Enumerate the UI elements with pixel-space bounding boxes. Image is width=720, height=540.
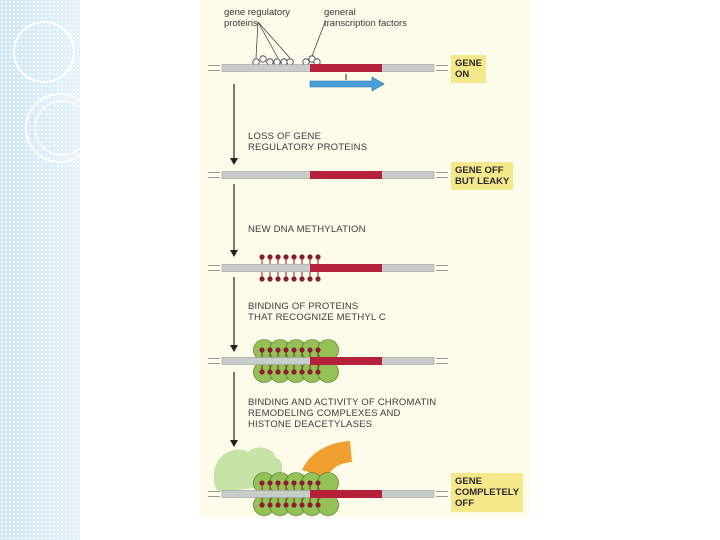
methyl-group [299,369,304,374]
methyl-group [291,254,296,259]
methyl-group [259,502,264,507]
methyl-group [267,369,272,374]
methyl-group [299,480,304,485]
step-chromatin-remodeling: BINDING AND ACTIVITY OF CHROMATIN REMODE… [248,397,436,430]
methyl-group [259,276,264,281]
methyl-group [283,480,288,485]
methyl-group [259,480,264,485]
methyl-group [291,502,296,507]
step-arrowhead-1 [230,158,238,165]
dna-strand-2 [208,171,448,179]
methyl-group [267,276,272,281]
methyl-group [307,254,312,259]
methyl-group [291,276,296,281]
gene-coding-region [310,64,382,72]
methyl-group [275,347,280,352]
methyl-group [315,369,320,374]
transcription-arrow [310,77,384,91]
methyl-group [299,276,304,281]
methyl-group [275,369,280,374]
methyl-group [275,480,280,485]
methyl-group [307,369,312,374]
gene-coding-region [310,490,382,498]
state-gene-on: GENE ON [451,55,486,83]
methyl-group [275,276,280,281]
state-gene-completely-off: GENE COMPLETELY OFF [451,473,523,512]
state-gene-off-leaky: GENE OFF BUT LEAKY [451,162,513,190]
methyl-group [299,347,304,352]
bound-protein [260,56,266,62]
methyl-group [315,502,320,507]
methyl-group [267,254,272,259]
label-gene-regulatory-proteins: gene regulatory proteins [224,7,290,29]
methyl-group [299,254,304,259]
methyl-group [315,254,320,259]
gene-coding-region [310,264,382,272]
gene-silencing-figure: gene regulatory proteins general transcr… [200,0,530,517]
step-arrowhead-4 [230,440,238,447]
dna-strand-4 [208,357,448,365]
step-new-dna-methylation: NEW DNA METHYLATION [248,224,366,235]
step-methyl-binding-proteins: BINDING OF PROTEINS THAT RECOGNIZE METHY… [248,301,386,323]
step-arrowhead-3 [230,345,238,352]
methyl-group [275,502,280,507]
step-arrowhead-2 [230,250,238,257]
methyl-group [283,369,288,374]
methyl-group [259,369,264,374]
methyl-group [267,480,272,485]
methyl-group [259,347,264,352]
dna-strand-1 [208,64,448,72]
methyl-group [267,347,272,352]
methyl-group [307,347,312,352]
methyl-group [315,276,320,281]
step-loss-of-regulatory-proteins: LOSS OF GENE REGULATORY PROTEINS [248,131,367,153]
decorative-circles [0,0,80,540]
methyl-group [307,276,312,281]
methyl-group [259,254,264,259]
methyl-group [291,480,296,485]
methyl-group [283,254,288,259]
dna-strand-3 [208,264,448,272]
dna-strand-5 [208,490,448,498]
slide-decoration-panel [0,0,80,540]
methyl-group [267,502,272,507]
methyl-group [299,502,304,507]
gene-coding-region [310,357,382,365]
gene-coding-region [310,171,382,179]
methyl-group [275,254,280,259]
methyl-group [283,276,288,281]
methyl-group [291,347,296,352]
methyl-group [315,480,320,485]
methyl-group [283,347,288,352]
methyl-group [307,502,312,507]
methyl-group [307,480,312,485]
label-general-transcription-factors: general transcription factors [324,7,407,29]
methyl-group [291,369,296,374]
methyl-group [315,347,320,352]
methyl-group [283,502,288,507]
